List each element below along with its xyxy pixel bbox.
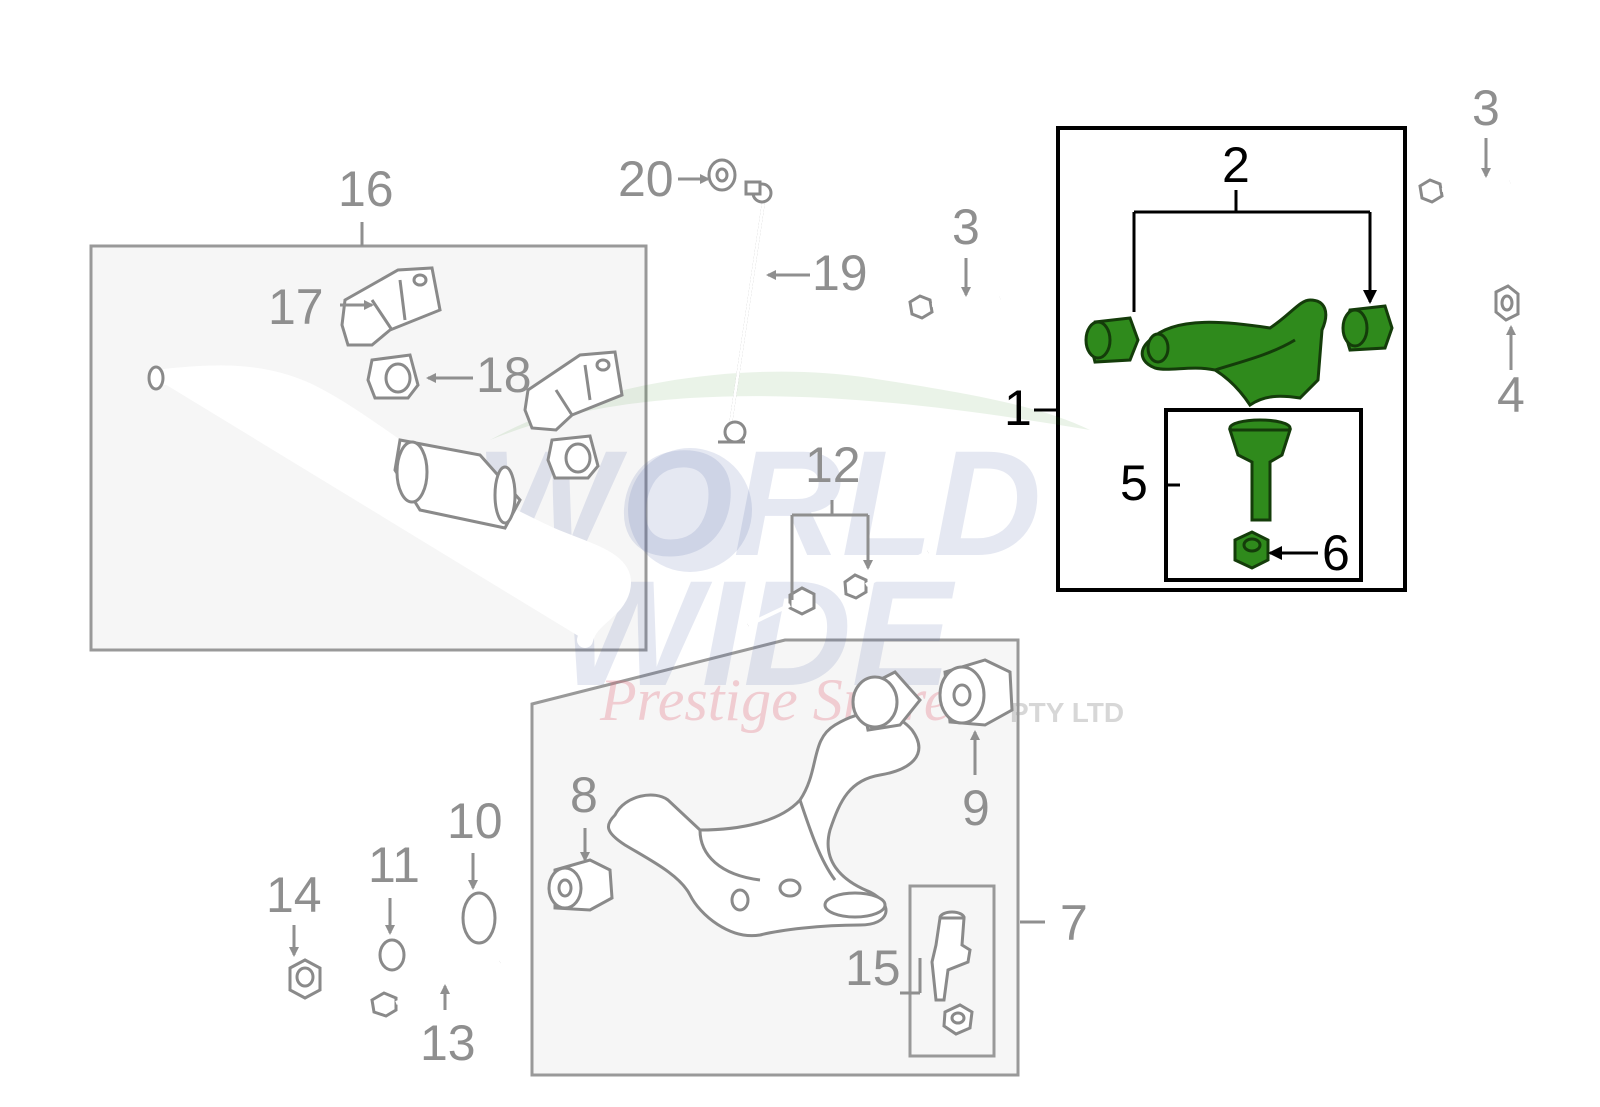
upper-arm-nut-part[interactable] — [1494, 284, 1520, 322]
stabilizer-bar-part[interactable] — [147, 365, 631, 648]
lower-arm-rear-bushing-part[interactable] — [938, 658, 1014, 727]
leader-lines-highlighted — [1034, 190, 1370, 560]
upper-arm-bolt-part-right[interactable] — [1418, 178, 1511, 204]
stabilizer-bracket-part[interactable] — [340, 266, 624, 432]
callout-1[interactable]: 1 — [1004, 380, 1032, 436]
link-nut-part[interactable] — [707, 158, 737, 192]
lower-arm-bolt-part[interactable] — [747, 550, 929, 627]
callout-13[interactable]: 13 — [420, 1015, 476, 1071]
upper-ball-joint-nut-part[interactable] — [1233, 530, 1270, 570]
callout-4[interactable]: 4 — [1497, 367, 1525, 423]
watermark-car-swoosh — [490, 371, 1090, 440]
upper-ball-joint-part[interactable] — [1227, 418, 1293, 522]
leader-lines — [289, 138, 1516, 1010]
upper-arm-bolt-part[interactable] — [908, 294, 1001, 320]
callout-14[interactable]: 14 — [266, 867, 322, 923]
washer-part[interactable] — [461, 891, 497, 945]
callout-9[interactable]: 9 — [962, 780, 990, 836]
callout-6[interactable]: 6 — [1322, 525, 1350, 581]
callout-7[interactable]: 7 — [1060, 895, 1088, 951]
lower-arm-long-bolt-part[interactable] — [370, 960, 501, 1018]
globe-icon — [628, 448, 752, 572]
callout-16[interactable]: 16 — [338, 161, 394, 217]
lower-arm-nut-part[interactable] — [288, 958, 322, 1000]
callout-10[interactable]: 10 — [447, 793, 503, 849]
callout-19[interactable]: 19 — [812, 245, 868, 301]
callout-12[interactable]: 12 — [805, 437, 861, 493]
stabilizer-bushing-part[interactable] — [366, 353, 600, 480]
upper-arm-bushing-part[interactable] — [1084, 304, 1394, 364]
o-ring-part[interactable] — [378, 938, 406, 972]
callout-5[interactable]: 5 — [1120, 455, 1148, 511]
watermark-suffix: PTY LTD — [1010, 697, 1124, 728]
callout-17[interactable]: 17 — [268, 279, 324, 335]
stabilizer-link-part[interactable] — [718, 180, 773, 444]
lower-ball-joint-part[interactable] — [930, 910, 974, 1036]
callout-8[interactable]: 8 — [570, 767, 598, 823]
callout-20[interactable]: 20 — [618, 151, 674, 207]
callout-11[interactable]: 11 — [368, 837, 420, 893]
callout-18[interactable]: 18 — [476, 347, 532, 403]
callout-15[interactable]: 15 — [845, 940, 901, 996]
lower-arm-front-bushing-part[interactable] — [547, 858, 614, 912]
upper-control-arm-part[interactable] — [1140, 298, 1328, 408]
callout-2[interactable]: 2 — [1222, 137, 1250, 193]
callout-3-right[interactable]: 3 — [1472, 80, 1500, 136]
lower-control-arm-part[interactable] — [607, 670, 922, 938]
callout-3[interactable]: 3 — [952, 199, 980, 255]
